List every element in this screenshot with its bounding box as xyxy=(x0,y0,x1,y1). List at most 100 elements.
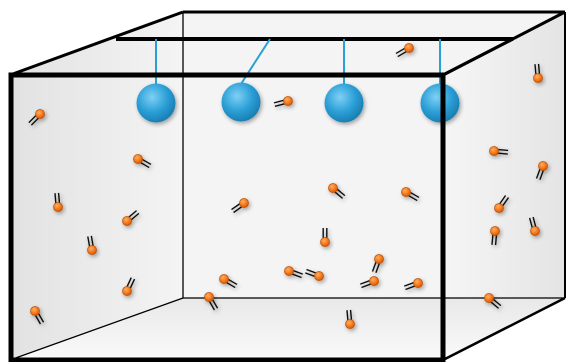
molecule-5 xyxy=(122,210,140,226)
molecule-tail xyxy=(304,272,316,278)
molecule-head-icon xyxy=(401,187,411,197)
molecule-20 xyxy=(304,268,324,281)
molecule-head-icon xyxy=(530,226,540,236)
sphere-icon xyxy=(324,83,364,123)
molecule-tail xyxy=(290,273,302,279)
molecule-tail xyxy=(87,236,91,248)
molecule-7 xyxy=(30,306,45,325)
molecule-3 xyxy=(53,192,63,212)
molecule-tail xyxy=(534,64,537,76)
molecule-tail xyxy=(129,278,136,290)
top-edge-left xyxy=(9,10,184,77)
molecule-head-icon xyxy=(345,319,355,329)
molecule-tail xyxy=(274,102,286,108)
molecule-head-icon xyxy=(122,216,132,226)
molecule-tail xyxy=(141,158,152,166)
back-edge-diagonal-bottom xyxy=(9,297,184,361)
molecule-head-icon xyxy=(484,293,494,303)
molecule-head-icon xyxy=(239,198,249,208)
molecule-head-icon xyxy=(314,271,324,281)
box-faces xyxy=(10,12,565,360)
molecule-head-icon xyxy=(413,278,423,288)
molecule-tail xyxy=(208,300,216,311)
molecule-head-icon xyxy=(369,276,379,286)
molecule-head-icon xyxy=(219,274,229,284)
molecule-tail xyxy=(292,269,304,275)
molecule-tail xyxy=(535,167,541,179)
molecules xyxy=(28,43,548,329)
molecule-head-icon xyxy=(284,266,294,276)
right-wall xyxy=(443,12,565,360)
molecule-tail xyxy=(397,50,408,58)
molecule-tail xyxy=(333,190,344,199)
molecule-tail xyxy=(375,262,381,274)
molecule-16 xyxy=(345,309,355,329)
molecule-tail xyxy=(225,281,236,289)
molecule-tail xyxy=(501,197,510,207)
sphere-icon xyxy=(420,83,460,123)
molecule-tail xyxy=(139,161,150,169)
molecule-tail xyxy=(409,191,420,199)
molecule-tail xyxy=(497,148,509,152)
molecule-tail xyxy=(231,202,241,211)
molecule-tail xyxy=(90,235,94,247)
molecule-10 xyxy=(328,183,346,199)
molecule-head-icon xyxy=(87,245,97,255)
molecule-23 xyxy=(489,146,509,156)
molecule-28 xyxy=(484,293,502,309)
molecule-tail xyxy=(537,63,541,75)
molecule-22 xyxy=(533,63,543,83)
molecule-head-icon xyxy=(122,286,132,296)
molecule-25 xyxy=(494,195,510,213)
molecule-tail xyxy=(57,192,61,204)
molecule-14 xyxy=(359,276,379,289)
molecule-tail xyxy=(349,309,353,321)
molecule-27 xyxy=(528,216,540,236)
molecule-tail xyxy=(233,205,243,214)
molecule-tail xyxy=(403,281,415,287)
molecule-tail xyxy=(273,99,285,104)
floor xyxy=(10,298,565,360)
molecule-2 xyxy=(133,154,152,169)
molecule-tail xyxy=(498,195,507,205)
molecule-tail xyxy=(54,193,57,205)
molecule-tail xyxy=(37,312,45,323)
molecule-tail xyxy=(405,285,417,291)
molecule-head-icon xyxy=(490,226,500,236)
molecule-4 xyxy=(87,235,97,255)
molecule-tail xyxy=(494,234,498,246)
molecule-tail xyxy=(306,268,318,274)
molecule-tail xyxy=(496,152,508,155)
molecule-tail xyxy=(346,310,349,322)
molecule-head-icon xyxy=(283,96,293,106)
molecule-6 xyxy=(122,277,136,296)
molecule-1 xyxy=(28,109,45,126)
molecule-head-icon xyxy=(489,146,499,156)
molecule-head-icon xyxy=(53,202,63,212)
molecule-17 xyxy=(219,274,238,289)
molecule-head-icon xyxy=(374,254,384,264)
molecule-8 xyxy=(231,198,249,214)
molecule-tail xyxy=(492,298,502,307)
molecule-tail xyxy=(359,279,371,285)
molecule-tail xyxy=(336,188,346,197)
molecule-15 xyxy=(403,278,423,291)
molecule-tail xyxy=(407,194,418,202)
front-frame xyxy=(8,72,446,362)
sphere-icon xyxy=(221,82,261,122)
molecule-tail xyxy=(491,233,494,245)
molecule-tail xyxy=(489,300,500,309)
top-edge-cross-right xyxy=(442,37,514,77)
molecule-tail xyxy=(34,314,42,325)
molecule-head-icon xyxy=(328,183,338,193)
molecule-tail xyxy=(361,283,373,289)
molecule-tail xyxy=(532,216,537,228)
molecule-tail xyxy=(127,210,138,219)
molecule-21 xyxy=(395,43,414,58)
molecule-18 xyxy=(204,292,219,311)
molecule-head-icon xyxy=(533,73,543,83)
sphere-icon xyxy=(136,83,176,123)
molecule-head-icon xyxy=(538,161,548,171)
molecule-tail xyxy=(528,217,534,229)
